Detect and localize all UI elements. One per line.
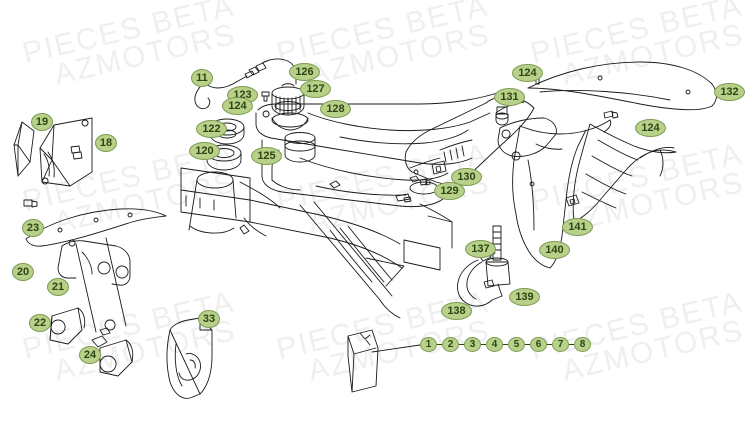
part-callout-125[interactable]: 125: [251, 147, 282, 165]
part-callout-2[interactable]: 2: [442, 337, 459, 352]
part-callout-6[interactable]: 6: [530, 337, 547, 352]
part-callout-128[interactable]: 128: [320, 100, 351, 118]
part-callout-5[interactable]: 5: [508, 337, 525, 352]
part-callout-124[interactable]: 124: [635, 119, 666, 137]
part-callout-18[interactable]: 18: [95, 134, 117, 152]
part-callout-4[interactable]: 4: [486, 337, 503, 352]
sequence-separator: [569, 344, 574, 345]
part-callout-23[interactable]: 23: [22, 219, 44, 237]
part-callout-139[interactable]: 139: [509, 288, 540, 306]
sequence-separator: [481, 344, 486, 345]
part-callout-129[interactable]: 129: [434, 182, 465, 200]
part-callout-137[interactable]: 137: [465, 240, 496, 258]
part-callout-124[interactable]: 124: [222, 97, 253, 115]
part-callout-11[interactable]: 11: [191, 69, 213, 87]
part-callout-22[interactable]: 22: [29, 314, 51, 332]
part-callout-124[interactable]: 124: [512, 64, 543, 82]
part-callout-127[interactable]: 127: [300, 80, 331, 98]
part-callout-24[interactable]: 24: [79, 346, 101, 364]
part-callout-120[interactable]: 120: [189, 142, 220, 160]
part-callout-7[interactable]: 7: [552, 337, 569, 352]
part-callout-3[interactable]: 3: [464, 337, 481, 352]
part-callout-19[interactable]: 19: [31, 113, 53, 131]
part-callout-132[interactable]: 132: [714, 83, 745, 101]
part-callout-131[interactable]: 131: [494, 88, 525, 106]
part-callout-122[interactable]: 122: [196, 120, 227, 138]
sequence-separator: [459, 344, 464, 345]
part-callout-20[interactable]: 20: [12, 263, 34, 281]
sequence-separator: [503, 344, 508, 345]
sequence-separator: [547, 344, 552, 345]
part-callout-140[interactable]: 140: [539, 241, 570, 259]
sequence-separator: [437, 344, 442, 345]
part-callout-138[interactable]: 138: [441, 302, 472, 320]
part-callout-21[interactable]: 21: [47, 278, 69, 296]
part-callout-1[interactable]: 1: [420, 337, 437, 352]
part-callout-126[interactable]: 126: [289, 63, 320, 81]
part-callout-141[interactable]: 141: [562, 218, 593, 236]
sequence-separator: [525, 344, 530, 345]
part-callout-33[interactable]: 33: [198, 310, 220, 328]
part-callout-8[interactable]: 8: [574, 337, 591, 352]
